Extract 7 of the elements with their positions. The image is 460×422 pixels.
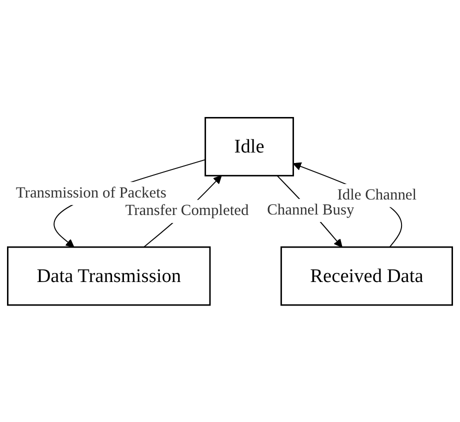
node-box: Idle xyxy=(204,116,294,176)
edge-label: Transmission of Packets xyxy=(16,184,166,201)
node-box: Received Data xyxy=(280,246,453,306)
node-box: Data Transmission xyxy=(7,246,211,306)
edge-label: Idle Channel xyxy=(337,186,417,203)
edge-label: Transfer Completed xyxy=(125,202,249,219)
edge-label: Channel Busy xyxy=(267,201,354,218)
